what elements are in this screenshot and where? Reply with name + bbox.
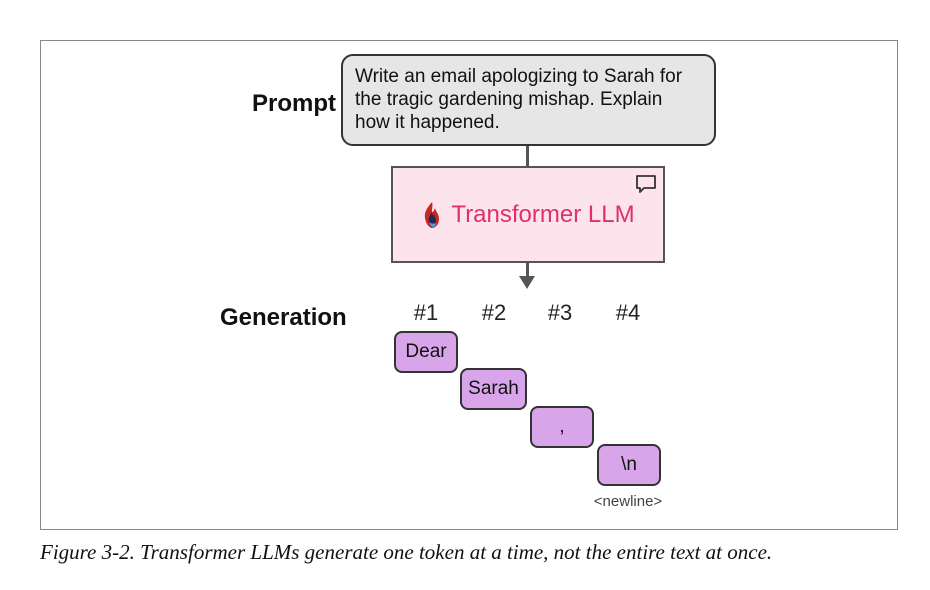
position-label-1: #1: [413, 300, 439, 325]
token-4: \n: [597, 444, 661, 486]
generation-label: Generation: [220, 304, 347, 331]
prompt-box: Write an email apologizing to Sarah for …: [341, 54, 716, 146]
token-1: Dear: [394, 331, 458, 373]
flame-icon: [425, 201, 440, 228]
figure-caption: Figure 3-2. Transformer LLMs generate on…: [40, 540, 773, 564]
chat-bubble-icon: [636, 175, 656, 193]
position-label-4: #4: [615, 300, 641, 325]
figure-frame: [40, 40, 898, 530]
llm-title: Transformer LLM: [451, 200, 635, 228]
position-label-3: #3: [547, 300, 573, 325]
prompt-label: Prompt: [252, 90, 336, 117]
prompt-connector: [526, 146, 529, 166]
token-2: Sarah: [460, 368, 527, 410]
transformer-llm-box: Transformer LLM: [391, 166, 665, 263]
arrow-head-icon: [519, 276, 535, 289]
newline-note: <newline>: [593, 493, 663, 510]
position-label-2: #2: [481, 300, 507, 325]
arrow-shaft: [526, 263, 529, 277]
token-3: ,: [530, 406, 594, 448]
